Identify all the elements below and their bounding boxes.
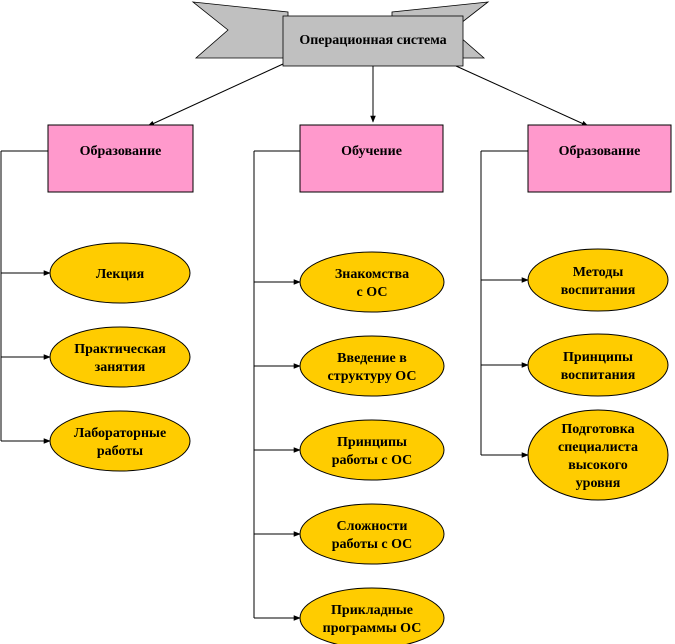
item-label-3-3-line: уровня — [576, 476, 621, 491]
item-label-3-2-line: Принципы — [563, 350, 633, 365]
root-banner: Операционная система — [191, 1, 490, 67]
branch-box-3 — [527, 124, 672, 193]
connectors — [0, 63, 589, 621]
item-label-2-4: Сложности работы с ОС — [332, 519, 413, 552]
item-label-3-1: Методы воспитания — [561, 265, 636, 298]
item-oval-2-1 — [299, 251, 445, 313]
item-oval-3-2 — [527, 333, 669, 397]
branch-box-1 — [47, 124, 194, 193]
item-label-3-3: Подготовка специалиста высокого уровня — [558, 422, 638, 491]
arrow-root-to-branch-3 — [455, 65, 589, 127]
item-label-3-3-line: специалиста — [558, 440, 638, 455]
item-label-2-4-line: работы с ОС — [332, 537, 413, 552]
item-label-2-5: Прикладные программы ОС — [323, 603, 422, 636]
item-label-1-2: Практическая занятия — [74, 342, 166, 375]
branch-label-1: Образование — [80, 144, 162, 159]
item-label-2-2-line: Введение в — [337, 351, 407, 366]
item-label-2-5-line: программы ОС — [323, 621, 422, 636]
item-label-2-4-line: Сложности — [337, 519, 408, 534]
item-label-2-2: Введение в структуру ОС — [328, 351, 417, 384]
item-label-1-3-line: Лабораторные — [74, 426, 166, 441]
branch-box-2 — [299, 124, 444, 193]
item-oval-2-2 — [299, 335, 445, 397]
item-label-3-1-line: воспитания — [561, 283, 636, 298]
item-label-1-3: Лабораторные работы — [74, 426, 166, 459]
item-label-1-1: Лекция — [96, 267, 145, 282]
item-label-2-3-line: работы с ОС — [332, 453, 413, 468]
item-oval-3-3 — [527, 409, 669, 501]
item-label-2-2-line: структуру ОС — [328, 369, 417, 384]
item-oval-1-1 — [49, 242, 191, 304]
item-label-3-2: Принципы воспитания — [561, 350, 636, 383]
banner-ribbon-left — [191, 1, 289, 59]
branch-label-3: Образование — [559, 144, 641, 159]
item-label-3-1-line: Методы — [573, 265, 624, 280]
item-label-1-2-line: Практическая — [74, 342, 166, 357]
item-label-2-5-line: Прикладные — [331, 603, 413, 618]
item-label-1-1-line: Лекция — [96, 267, 145, 282]
item-oval-2-3 — [299, 419, 445, 481]
item-label-3-3-line: высокого — [568, 458, 628, 473]
item-label-3-3-line: Подготовка — [561, 422, 634, 437]
item-oval-1-2 — [49, 326, 191, 388]
item-label-2-1: Знакомства с ОС — [335, 267, 409, 300]
item-label-1-3-line: работы — [97, 444, 143, 459]
item-label-2-1-line: Знакомства — [335, 267, 409, 282]
branch-label-2: Обучение — [341, 144, 402, 159]
root-label: Операционная система — [299, 33, 446, 48]
item-label-3-2-line: воспитания — [561, 368, 636, 383]
arrow-root-to-branch-1 — [147, 63, 284, 127]
item-oval-3-1 — [527, 248, 669, 312]
item-oval-1-3 — [49, 410, 191, 472]
item-label-1-2-line: занятия — [95, 360, 146, 375]
item-label-2-3-line: Принципы — [337, 435, 407, 450]
item-oval-2-5 — [299, 587, 445, 644]
item-oval-2-4 — [299, 503, 445, 565]
item-label-2-1-line: с ОС — [357, 285, 388, 300]
root-box — [282, 15, 464, 67]
item-label-2-3: Принципы работы с ОС — [332, 435, 413, 468]
